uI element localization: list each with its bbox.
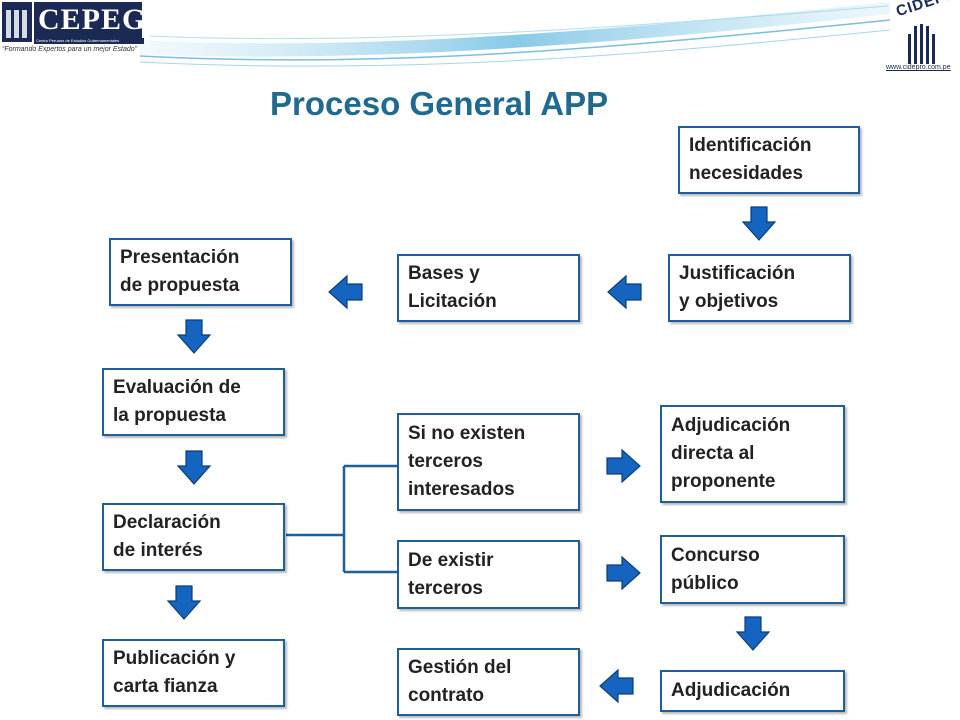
step-declaracion-label: Declaración de interés [113,512,221,561]
step-publicacion-label: Publicación y carta fianza [113,648,236,697]
step-presentacion-label: Presentación de propuesta [120,247,240,296]
cidepro-columns-icon [906,24,940,64]
cidepro-logo: CIDEPRO www.cidepro.com.pe [884,0,960,78]
swoosh-line-1 [139,19,891,61]
down-arrow-icon-4 [166,585,202,620]
step-bases: Bases y Licitación [397,254,580,322]
step-concurso-label: Concurso público [671,544,760,594]
step-gestion-label: Gestión del contrato [408,657,512,706]
cidepro-url[interactable]: www.cidepro.com.pe [886,64,951,71]
step-evaluacion-label: Evaluación de la propuesta [113,377,241,426]
step-bases-label: Bases y Licitación [408,263,497,312]
step-justificacion-label: Justificación y objetivos [679,263,796,312]
step-de-existir-label: De existir terceros [408,549,494,599]
step-declaracion: Declaración de interés [102,503,285,571]
step-adjudicacion-directa-label: Adjudicación directa al proponente [671,415,791,492]
step-de-existir: De existir terceros [397,540,580,609]
step-adjudicacion: Adjudicación [660,670,845,712]
step-si-no-existen: Si no existen terceros interesados [397,413,580,511]
step-identificacion-label: Identificación necesidades [689,135,812,184]
down-arrow-icon-1 [741,206,777,241]
step-adjudicacion-label: Adjudicación [671,680,791,701]
step-evaluacion: Evaluación de la propuesta [102,368,285,436]
left-arrow-icon-3 [599,668,634,704]
swoosh-line-2 [139,29,891,67]
cepeg-slogan: “Formando Expertos para un mejor Estado” [2,46,138,53]
step-gestion: Gestión del contrato [397,648,580,716]
step-publicacion: Publicación y carta fianza [102,639,285,707]
right-arrow-icon-2 [606,555,641,591]
cidepro-brand: CIDEPRO [894,0,960,21]
left-arrow-icon-2 [328,274,363,310]
cepeg-subtitle: Centro Peruano de Estudios Gubernamental… [34,38,144,44]
swoosh-line-3 [149,5,889,40]
swoosh-band [140,2,890,57]
down-arrow-icon-3 [176,450,212,485]
step-presentacion: Presentación de propuesta [109,238,292,306]
step-justificacion: Justificación y objetivos [668,254,851,322]
step-concurso: Concurso público [660,535,845,604]
cepeg-emblem-icon [2,2,32,42]
cepeg-brand: CEPEG [34,2,145,38]
down-arrow-icon-2 [176,319,212,354]
step-adjudicacion-directa: Adjudicación directa al proponente [660,405,845,503]
cepeg-logo: CEPEG Centro Peruano de Estudios Guberna… [0,0,145,58]
step-identificacion: Identificación necesidades [678,126,860,194]
page-title: Proceso General APP [270,85,609,122]
step-si-no-existen-label: Si no existen terceros interesados [408,423,526,500]
left-arrow-icon-1 [607,274,642,310]
down-arrow-icon-5 [735,616,771,651]
right-arrow-icon-1 [606,448,641,484]
branch-connector [286,464,397,574]
